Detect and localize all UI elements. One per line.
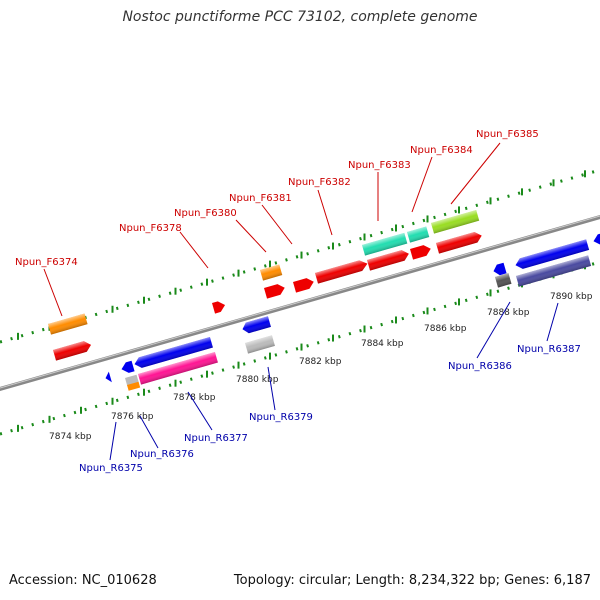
reverse-callouts — [109, 301, 559, 461]
label-Npun_R6386: Npun_R6386 — [448, 361, 512, 372]
tick-label: 7888 kbp — [487, 308, 530, 318]
gene-Npun_F6384-teal[interactable] — [407, 226, 430, 243]
tick-label: 7882 kbp — [299, 357, 342, 367]
label-Npun_R6375: Npun_R6375 — [79, 463, 143, 474]
reverse-gene-row — [104, 232, 600, 391]
tick-label: 7890 kbp — [550, 292, 593, 302]
tick-label: 7874 kbp — [49, 432, 92, 442]
label-Npun_F6374: Npun_F6374 — [15, 257, 78, 268]
gene-Npun_R6376[interactable] — [133, 336, 213, 370]
gene-Npun_F6383-teal[interactable] — [362, 232, 408, 256]
label-Npun_R6377: Npun_R6377 — [184, 433, 248, 444]
gene-Npun_R6386-arrow[interactable] — [492, 262, 507, 277]
tick-label: 7884 kbp — [361, 339, 404, 349]
gene-Npun_F6380-orange[interactable] — [260, 264, 283, 281]
gene-Npun_F6378[interactable] — [212, 300, 227, 314]
gene-Npun_R6375-orange[interactable] — [127, 381, 141, 391]
gene-Npun_R6386[interactable] — [495, 273, 512, 288]
gene-Npun_R6379[interactable] — [245, 335, 275, 354]
gene-Npun_R6375[interactable] — [104, 371, 112, 384]
gene-Npun_F6374-outer[interactable] — [48, 313, 88, 335]
genome-backbone — [0, 215, 600, 391]
gene-offscreen-right[interactable] — [592, 232, 600, 247]
label-Npun_R6376: Npun_R6376 — [130, 449, 194, 460]
label-Npun_F6385: Npun_F6385 — [476, 129, 539, 140]
accession-text: Accession: NC_010628 — [9, 573, 157, 588]
label-Npun_F6380: Npun_F6380 — [174, 208, 237, 219]
gene-Npun_F6380[interactable] — [264, 282, 286, 299]
forward-gene-row — [48, 210, 483, 361]
gene-Npun_F6374[interactable] — [53, 340, 93, 361]
gene-Npun_R6387-blue[interactable] — [514, 239, 590, 270]
gene-Npun_F6384[interactable] — [410, 243, 432, 260]
label-Npun_F6383: Npun_F6383 — [348, 160, 411, 171]
tick-label: 7880 kbp — [236, 375, 279, 385]
label-Npun_F6382: Npun_F6382 — [288, 177, 351, 188]
topology-text: Topology: circular; Length: 8,234,322 bp… — [233, 573, 591, 588]
map-title: Nostoc punctiforme PCC 73102, complete g… — [122, 9, 478, 25]
label-Npun_F6384: Npun_F6384 — [410, 145, 473, 156]
tick-label: 7878 kbp — [173, 393, 216, 403]
forward-callouts — [43, 142, 501, 317]
tick-label: 7876 kbp — [111, 412, 154, 422]
gene-Npun_F6385-green[interactable] — [431, 210, 480, 234]
label-Npun_F6378: Npun_F6378 — [119, 223, 182, 234]
label-Npun_R6387: Npun_R6387 — [517, 344, 581, 355]
label-Npun_F6381: Npun_F6381 — [229, 193, 292, 204]
gene-Npun_F6381[interactable] — [293, 276, 315, 293]
tick-label: 7886 kbp — [424, 324, 467, 334]
gene-Npun_R6379-blue[interactable] — [241, 316, 271, 334]
gene-Npun_F6382[interactable] — [315, 258, 369, 284]
label-Npun_R6379: Npun_R6379 — [249, 412, 313, 423]
gene-Npun_R6377[interactable] — [138, 351, 218, 385]
gene-Npun_F6385[interactable] — [436, 230, 483, 254]
gene-Npun_R6375-small[interactable] — [120, 360, 135, 375]
gene-Npun_R6387[interactable] — [516, 255, 592, 287]
genome-backbone-highlight — [0, 215, 600, 389]
gene-Npun_F6383[interactable] — [367, 248, 410, 271]
